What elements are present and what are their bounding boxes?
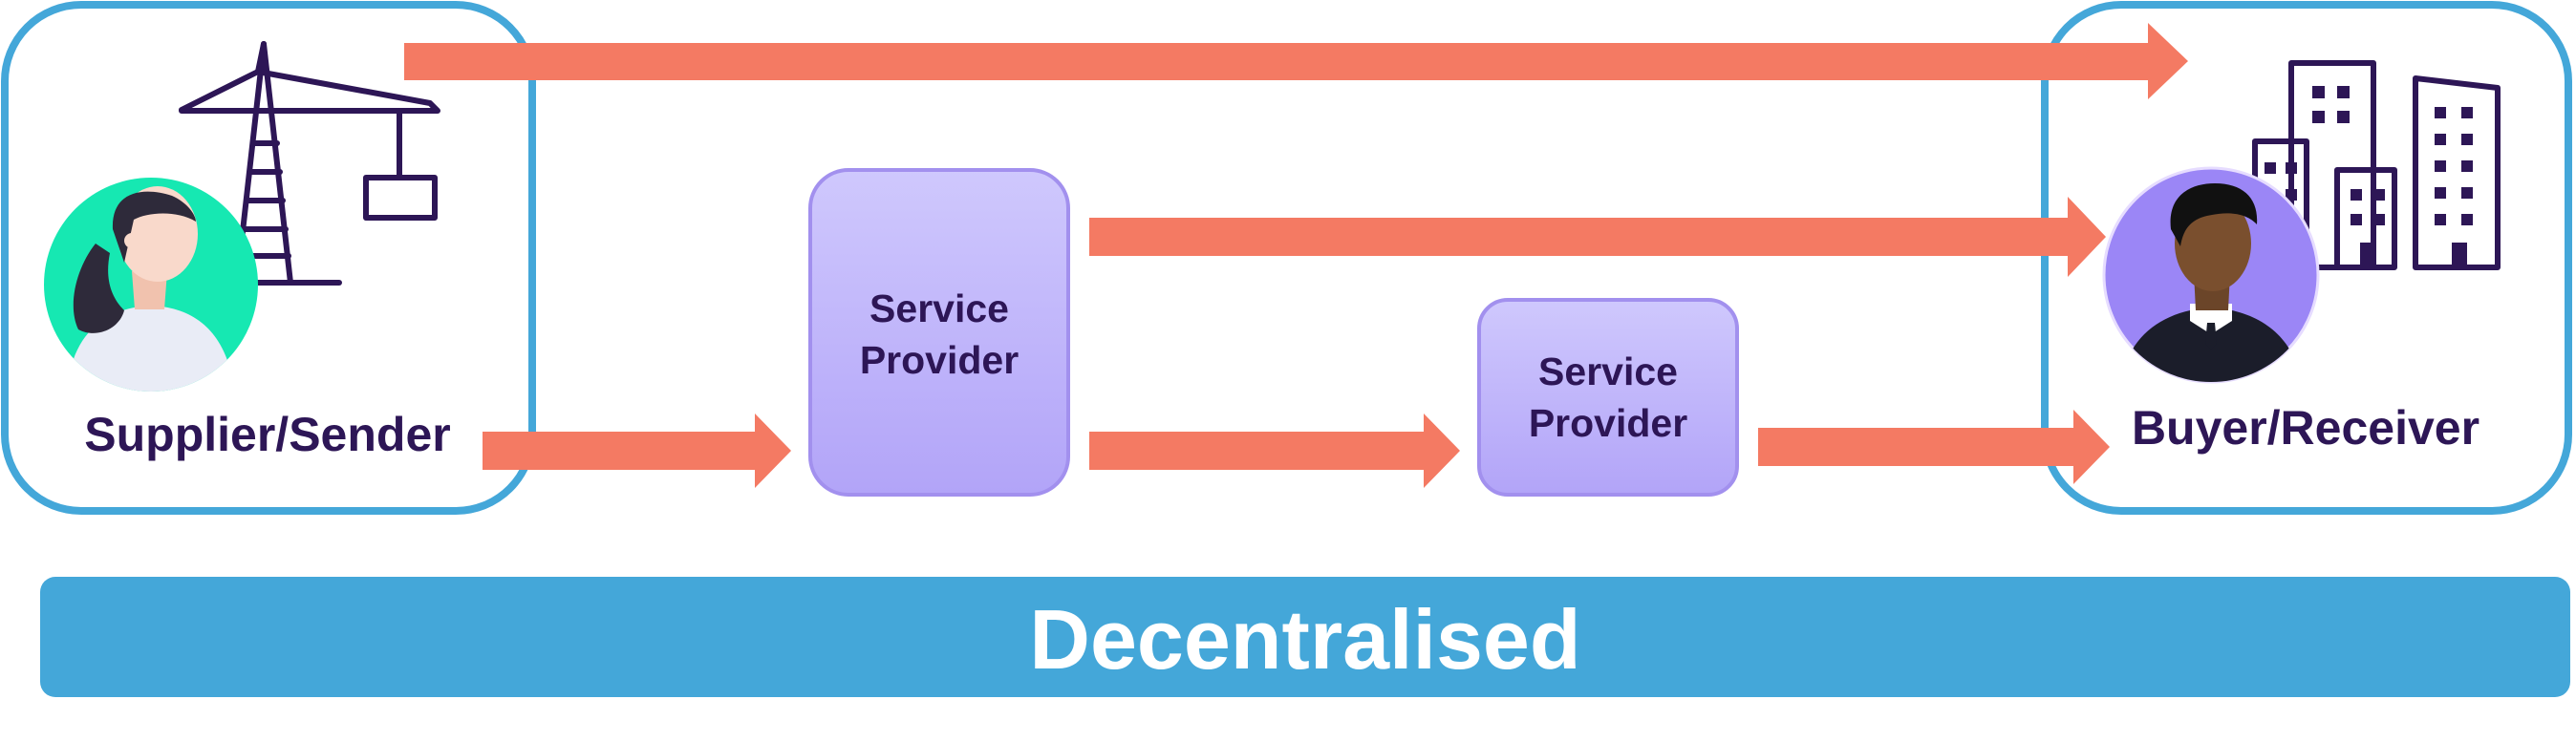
buyer-label: Buyer/Receiver	[2132, 401, 2479, 455]
crane-icon	[179, 41, 440, 286]
service-provider-1-line1: Service	[869, 286, 1009, 330]
banner-label: Decentralised	[1029, 592, 1580, 687]
service-provider-2-line1: Service	[1538, 350, 1678, 393]
supplier-frame	[1, 1, 536, 515]
arrow-provider1-to-buyer	[1089, 197, 2106, 277]
service-provider-box-2	[1477, 298, 1739, 497]
arrow-supplier-to-provider1	[483, 413, 791, 488]
service-provider-2-line2: Provider	[1529, 401, 1687, 445]
woman-avatar-icon	[44, 178, 258, 392]
arrow-provider1-to-provider2	[1089, 413, 1460, 488]
service-provider-1-line2: Provider	[860, 338, 1019, 382]
man-avatar-icon	[2102, 166, 2320, 384]
decentralised-banner	[40, 577, 2570, 697]
service-provider-box-1	[808, 168, 1070, 497]
arrow-provider2-to-buyer	[1758, 410, 2110, 484]
supplier-label: Supplier/Sender	[84, 408, 450, 461]
buyer-frame	[2041, 1, 2572, 515]
arrow-supplier-to-buyer	[404, 23, 2188, 99]
buildings-icon	[2252, 60, 2501, 270]
